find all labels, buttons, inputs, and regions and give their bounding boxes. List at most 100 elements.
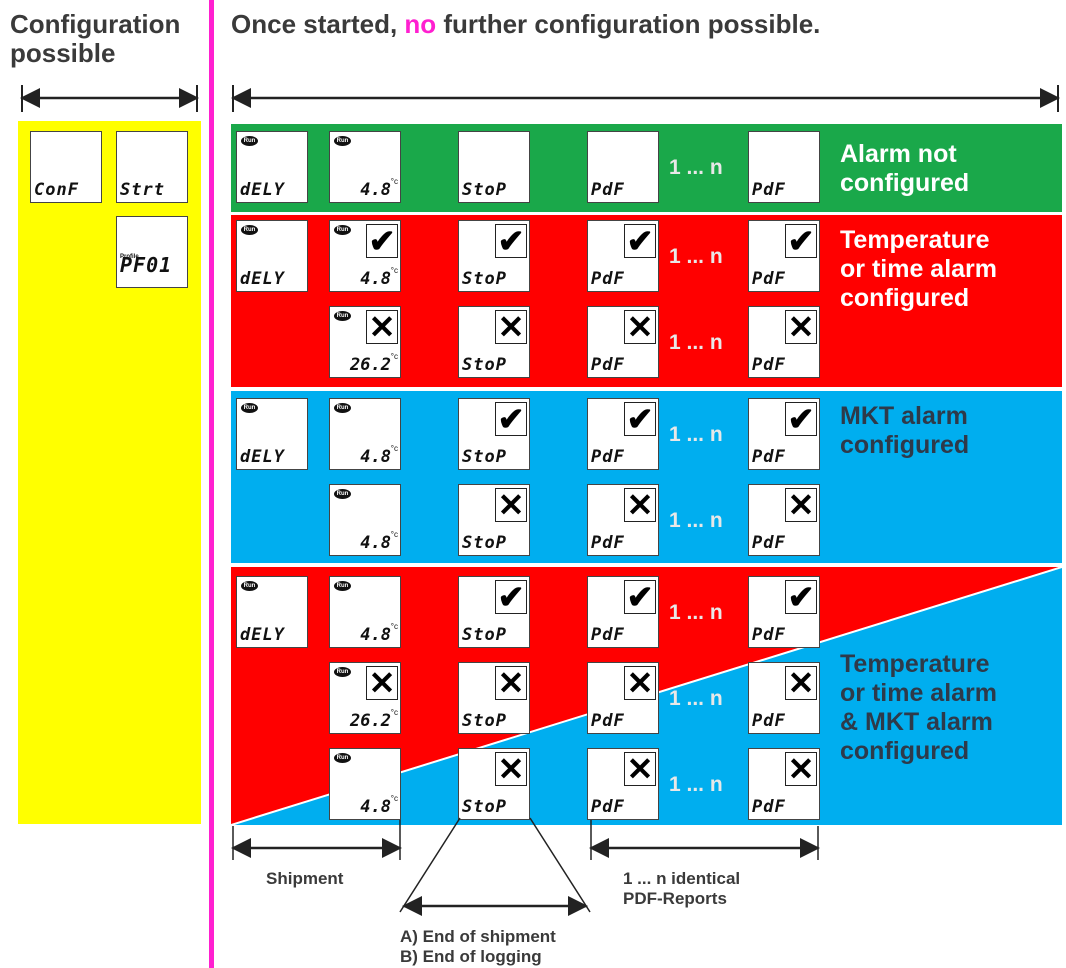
cross-icon: ✕	[495, 488, 527, 522]
cross-icon: ✕	[624, 666, 656, 700]
shipment-label: Shipment	[266, 869, 344, 888]
r3-pdf-ok-first-text: PdF	[591, 447, 625, 467]
check-icon: ✔	[495, 402, 527, 436]
cross-icon: ✕	[366, 310, 398, 344]
r4-pdf-mkt-first-text: PdF	[591, 797, 625, 817]
r4-stop-alarm-display: ✕ StoP	[458, 662, 530, 734]
cross-icon: ✕	[785, 666, 817, 700]
r2-stop-ok-text: StoP	[462, 269, 507, 289]
r1-pdf-last-display: PdF	[748, 131, 820, 203]
r4-pdf-mkt-last-display: ✕ PdF	[748, 748, 820, 820]
run-icon: Run	[241, 225, 258, 235]
config-possible-heading: Configuration possible	[10, 10, 180, 68]
r2-pdf-alarm-first-display: ✕ PdF	[587, 306, 659, 378]
r4-pdf-mkt-first-display: ✕ PdF	[587, 748, 659, 820]
r2-stop-alarm-display: ✕ StoP	[458, 306, 530, 378]
display-profile: Profile PF01	[116, 216, 188, 288]
r4-ok-range-label: 1 ... n	[669, 601, 723, 624]
band2-label-line1: Temperature	[840, 226, 990, 254]
r3-stop-ok-display: ✔ StoP	[458, 398, 530, 470]
r3-pdf-ok-last-text: PdF	[752, 447, 786, 467]
r4-pdf-ok-last-text: PdF	[752, 625, 786, 645]
band4-label-line2: or time alarm	[840, 679, 998, 707]
shipment-span-arrow	[231, 820, 402, 860]
no-config-post: further configuration possible.	[436, 9, 821, 39]
r3-stop-alarm-text: StoP	[462, 533, 507, 553]
degree-unit: °c	[390, 444, 398, 453]
check-icon: ✔	[495, 580, 527, 614]
r1-pdf-last-text: PdF	[752, 180, 786, 200]
r1-stop-display: StoP	[458, 131, 530, 203]
r1-dely-text: dELY	[240, 180, 285, 200]
r4-pdf-ok-first-text: PdF	[591, 625, 625, 645]
r2-pdf-alarm-last-display: ✕ PdF	[748, 306, 820, 378]
display-strt-text: Strt	[120, 180, 165, 200]
run-icon: Run	[334, 667, 351, 677]
band3-label-line1: MKT alarm	[840, 402, 968, 430]
r4-pdf-alarm-first-display: ✕ PdF	[587, 662, 659, 734]
degree-unit: °c	[390, 622, 398, 631]
no-config-no: no	[404, 9, 437, 39]
check-icon: ✔	[785, 224, 817, 258]
check-icon: ✔	[624, 402, 656, 436]
run-icon: Run	[334, 753, 351, 763]
r1-temp-value: 4.8	[360, 180, 391, 200]
run-icon: Run	[334, 403, 351, 413]
band3-label: MKT alarm configured	[840, 402, 969, 460]
r3-stop-alarm-display: ✕ StoP	[458, 484, 530, 556]
r2-pdf-ok-first-text: PdF	[591, 269, 625, 289]
r2-temp-alarm-display: Run ✕ 26.2 °c	[329, 306, 401, 378]
r4-pdf-ok-last-display: ✔ PdF	[748, 576, 820, 648]
r4-dely-display: Run dELY	[236, 576, 308, 648]
r4-alarm-range-label: 1 ... n	[669, 687, 723, 710]
r4-temp-alarm-display: Run ✕ 26.2 °c	[329, 662, 401, 734]
cross-icon: ✕	[624, 488, 656, 522]
band4-label-line4: configured	[840, 737, 970, 765]
display-conf: ConF	[30, 131, 102, 203]
r2-dely-text: dELY	[240, 269, 285, 289]
check-icon: ✔	[495, 224, 527, 258]
degree-unit: °c	[390, 352, 398, 361]
reports-span-arrow	[589, 820, 820, 860]
r4-pdf-mkt-last-text: PdF	[752, 797, 786, 817]
r3-dely-display: Run dELY	[236, 398, 308, 470]
degree-unit: °c	[390, 708, 398, 717]
check-icon: ✔	[366, 224, 398, 258]
check-icon: ✔	[624, 580, 656, 614]
display-strt: Strt	[116, 131, 188, 203]
r3-pdf-ok-first-display: ✔ PdF	[587, 398, 659, 470]
r3-dely-text: dELY	[240, 447, 285, 467]
end-label-line2: B) End of logging	[400, 947, 542, 966]
r2-temp-alarm-value: 26.2	[350, 355, 391, 375]
run-icon: Run	[241, 581, 258, 591]
r3-pdf-alarm-first-display: ✕ PdF	[587, 484, 659, 556]
config-span-arrow	[20, 85, 199, 112]
run-icon: Run	[334, 225, 351, 235]
cross-icon: ✕	[624, 310, 656, 344]
r3-stop-ok-text: StoP	[462, 447, 507, 467]
r4-dely-text: dELY	[240, 625, 285, 645]
no-config-heading: Once started, no further configuration p…	[231, 10, 820, 39]
cross-icon: ✕	[785, 488, 817, 522]
r2-stop-alarm-text: StoP	[462, 355, 507, 375]
r2-pdf-ok-first-display: ✔ PdF	[587, 220, 659, 292]
run-icon: Run	[334, 581, 351, 591]
r4-stop-ok-text: StoP	[462, 625, 507, 645]
check-icon: ✔	[785, 402, 817, 436]
r3-alarm-range-label: 1 ... n	[669, 509, 723, 532]
reports-label-line1: 1 ... n identical	[623, 869, 741, 888]
cross-icon: ✕	[785, 752, 817, 786]
end-label: A) End of shipment B) End of logging	[400, 927, 556, 967]
band2-label-line3: configured	[840, 284, 970, 312]
check-icon: ✔	[624, 224, 656, 258]
r3-temp-alarm-display: Run 4.8 °c	[329, 484, 401, 556]
r2-pdf-alarm-last-text: PdF	[752, 355, 786, 375]
r2-ok-range-label: 1 ... n	[669, 245, 723, 268]
config-possible-line2: possible	[10, 38, 116, 68]
cross-icon: ✕	[495, 310, 527, 344]
r1-pdf-first-text: PdF	[591, 180, 625, 200]
cross-icon: ✕	[366, 666, 398, 700]
r2-pdf-alarm-first-text: PdF	[591, 355, 625, 375]
band4-label: Temperature or time alarm & MKT alarm co…	[840, 650, 997, 766]
degree-unit: °c	[390, 530, 398, 539]
